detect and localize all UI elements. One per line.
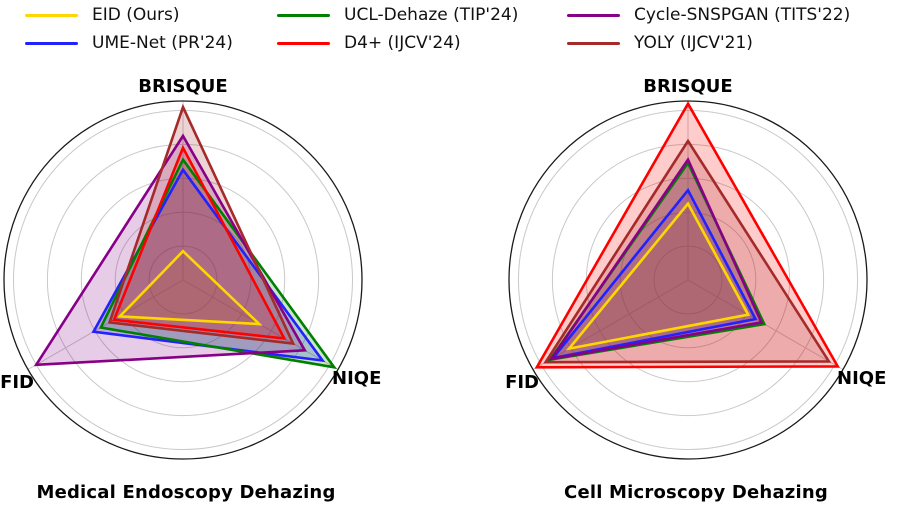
legend-item-eid: EID (Ours) [25,4,180,26]
series-outline [33,133,307,367]
grid-spoke [532,279,689,370]
series-fill [119,251,260,325]
radar-svg: BRISQUE NIQE FID [0,76,381,460]
radar-charts-area: BRISQUE NIQE FID BRISQUE NIQE FID [0,60,897,490]
series-fill [114,147,285,339]
chart-title-cell-microscopy: Cell Microscopy Dehazing [564,482,828,503]
axis-label-fid: FID [0,372,34,393]
legend-label: YOLY (IJCV'21) [634,32,753,53]
outer-spine-circle [508,100,868,460]
axis-label-brisque: BRISQUE [138,76,227,97]
legend-item-yoly: YOLY (IJCV'21) [567,32,753,54]
outer-spine-circle [3,100,363,460]
series-fill [93,169,323,361]
legend-label: D4+ (IJCV'24) [344,32,461,53]
legend-label: EID (Ours) [92,4,180,25]
series-fill [569,203,749,349]
ucl-dehaze-line-swatch [277,13,330,17]
series-fill [36,135,305,365]
legend-label: UME-Net (PR'24) [92,32,233,53]
d4plus-line-swatch [277,41,330,45]
legend-item-cycle-snspgan: Cycle-SNSPGAN (TITS'22) [567,4,850,26]
radar-svg: BRISQUE NIQE FID [505,76,886,460]
legend: EID (Ours) UME-Net (PR'24) UCL-Dehaze (T… [0,0,897,60]
axis-label-fid: FID [505,372,539,393]
series-outline [543,138,832,364]
series-fill [545,141,829,363]
yoly-line-swatch [567,41,620,45]
series-outline [549,187,758,360]
series-fill [536,103,838,368]
grid-spoke [27,279,184,370]
series-outline [548,157,764,361]
legend-item-ume-net: UME-Net (PR'24) [25,32,233,54]
cycle-snspgan-line-swatch [567,13,620,17]
series-outline [534,101,840,369]
ume-net-line-swatch [25,41,78,45]
legend-label: UCL-Dehaze (TIP'24) [344,4,519,25]
series-fill [109,107,294,344]
eid-line-swatch [25,13,78,17]
series-outline [98,157,338,370]
axis-label-niqe: NIQE [837,368,886,389]
series-outline [116,249,263,326]
legend-item-ucl-dehaze: UCL-Dehaze (TIP'24) [277,4,518,26]
axis-label-niqe: NIQE [332,368,381,389]
chart-title-medical-endoscopy: Medical Endoscopy Dehazing [36,482,336,503]
series-outline [565,201,751,351]
legend-item-d4plus: D4+ (IJCV'24) [277,32,461,54]
axis-label-brisque: BRISQUE [643,76,732,97]
legend-label: Cycle-SNSPGAN (TITS'22) [634,4,851,25]
series-outline [107,103,296,346]
series-outline [112,144,287,341]
